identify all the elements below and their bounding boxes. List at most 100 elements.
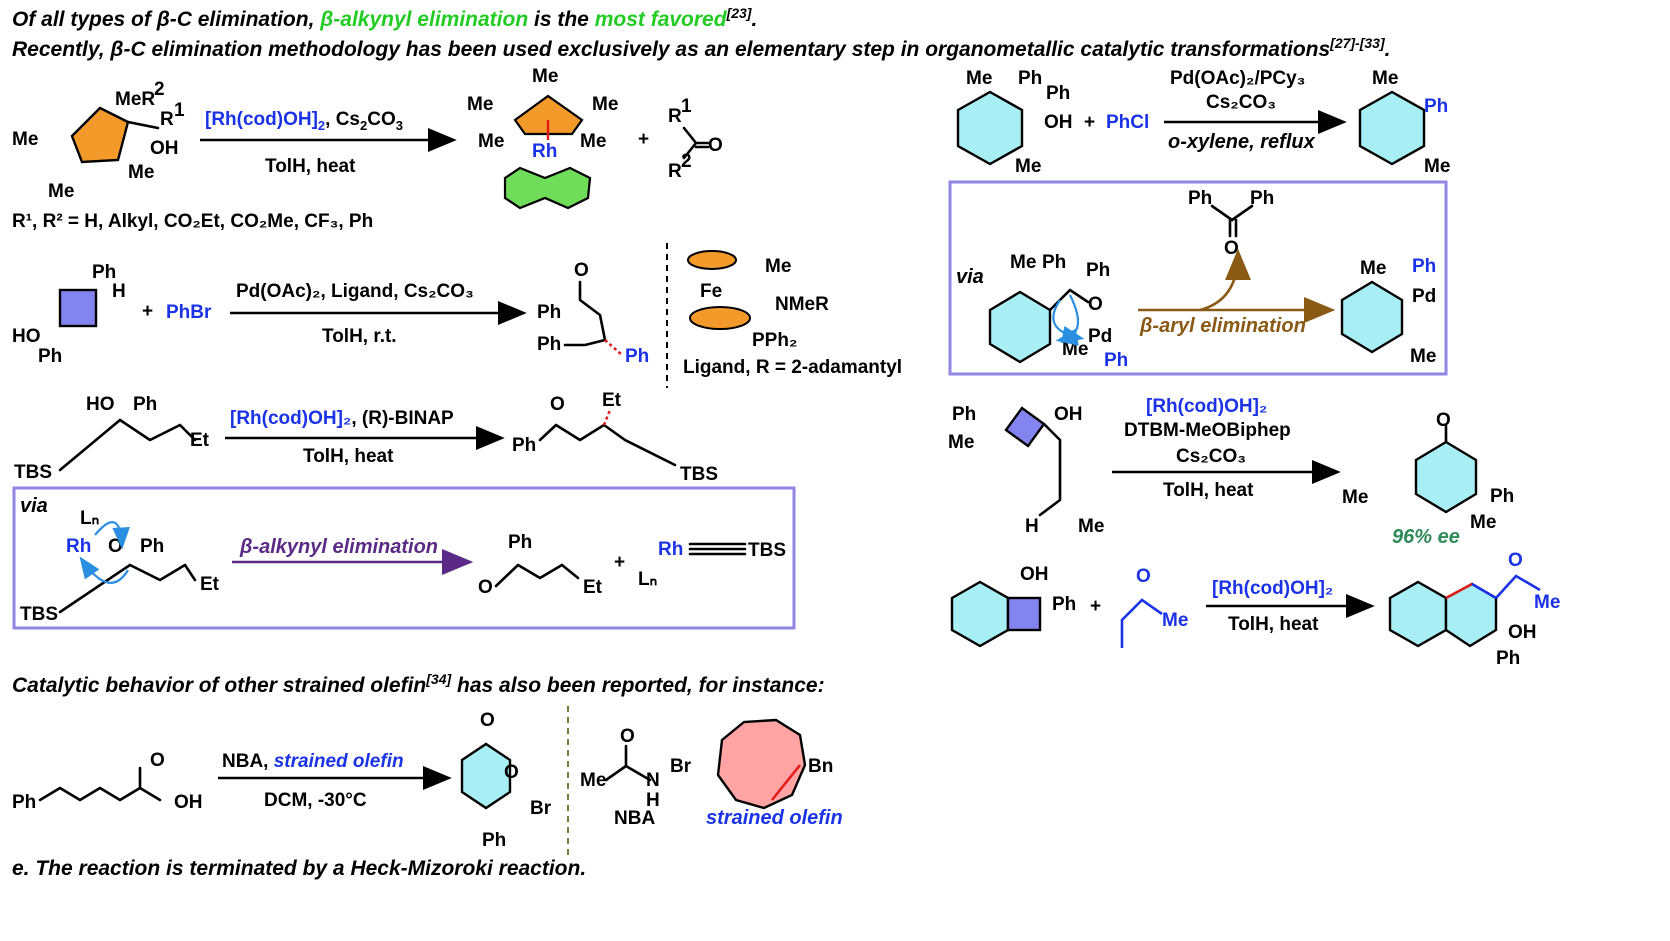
svg-text:Me: Me xyxy=(1424,156,1450,177)
svg-text:HO: HO xyxy=(12,326,41,347)
xylyl-ring xyxy=(956,90,1024,166)
svg-text:Me: Me xyxy=(1015,156,1041,177)
svg-text:O: O xyxy=(550,394,565,415)
svg-text:Ph: Ph xyxy=(1042,252,1066,273)
rxn3-condition: TolH, heat xyxy=(303,446,394,467)
footer-note: e. The reaction is terminated by a Heck-… xyxy=(12,857,586,880)
beta-alkynyl-label: β-alkynyl elimination xyxy=(239,536,438,558)
rxn2-reagent: Pd(OAc)₂, Ligand, Cs₂CO₃ xyxy=(236,281,474,302)
svg-text:2: 2 xyxy=(681,151,692,172)
svg-text:Pd: Pd xyxy=(1088,326,1112,347)
cyclobutanol-ring xyxy=(58,288,98,328)
reaction-6: OH Ph + O Me [Rh(cod)OH]₂ TolH, heat O M… xyxy=(950,550,1560,669)
rxn6-reagent: [Rh(cod)OH]₂ xyxy=(1212,578,1333,599)
svg-text:Ph: Ph xyxy=(133,394,157,415)
svg-text:Br: Br xyxy=(670,756,692,777)
svg-text:TBS: TBS xyxy=(680,464,718,485)
svg-text:DTBM-MeOBiphep: DTBM-MeOBiphep xyxy=(1124,420,1291,441)
svg-text:OH: OH xyxy=(1044,112,1073,133)
svg-text:Me: Me xyxy=(1062,339,1088,360)
rxn1-reagent: [Rh(cod)OH]2, Cs2CO3 xyxy=(205,109,403,133)
svg-text:Lₙ: Lₙ xyxy=(638,569,657,590)
svg-text:Et: Et xyxy=(190,430,210,451)
svg-text:Ph: Ph xyxy=(1188,188,1212,209)
svg-text:O: O xyxy=(504,762,519,783)
svg-text:Ph: Ph xyxy=(1496,648,1520,669)
svg-text:Br: Br xyxy=(530,798,552,819)
reaction-4: Me Me Ph Ph OH + PhCl Pd(OAc)₂/PCy₃ Cs₂C… xyxy=(956,68,1450,177)
svg-text:Et: Et xyxy=(583,577,603,598)
svg-text:Ph: Ph xyxy=(1046,83,1070,104)
svg-text:O: O xyxy=(480,710,495,731)
rxn4-condition: o-xylene, reflux xyxy=(1168,131,1316,153)
svg-text:Ph: Ph xyxy=(1086,260,1110,281)
svg-text:O: O xyxy=(1508,550,1523,571)
svg-text:Me: Me xyxy=(48,181,74,202)
svg-text:Me: Me xyxy=(1534,592,1560,613)
reaction-7: Ph O OH NBA, strained olefin DCM, -30°C … xyxy=(12,706,843,858)
svg-text:H: H xyxy=(1025,516,1039,537)
svg-text:2: 2 xyxy=(154,79,165,100)
svg-text:NMeR: NMeR xyxy=(775,294,829,315)
svg-text:Lₙ: Lₙ xyxy=(80,508,99,529)
svg-text:OH: OH xyxy=(1020,564,1049,585)
svg-text:HO: HO xyxy=(86,394,115,415)
section-2-text: Catalytic behavior of other strained ole… xyxy=(12,671,825,697)
rxn7-condition: DCM, -30°C xyxy=(264,790,367,811)
svg-text:Me: Me xyxy=(1470,512,1496,533)
svg-text:Me: Me xyxy=(948,432,974,453)
reaction-2: Ph H HO Ph + PhBr Pd(OAc)₂, Ligand, Cs₂C… xyxy=(12,243,902,388)
svg-text:Me: Me xyxy=(1342,487,1368,508)
cod-ligand xyxy=(503,166,592,210)
svg-text:Ph: Ph xyxy=(1052,594,1076,615)
svg-text:Pd: Pd xyxy=(1412,286,1436,307)
svg-text:Ph: Ph xyxy=(537,302,561,323)
svg-text:O: O xyxy=(708,135,723,156)
svg-text:Me: Me xyxy=(1010,252,1036,273)
svg-text:OH: OH xyxy=(1054,404,1083,425)
cyclopentadiene-ring xyxy=(70,106,130,164)
svg-text:Ph: Ph xyxy=(512,435,536,456)
svg-text:Ph: Ph xyxy=(537,334,561,355)
svg-text:Me: Me xyxy=(1410,346,1436,367)
rxn7-reagent: NBA, strained olefin xyxy=(222,751,404,772)
svg-text:H: H xyxy=(646,790,660,811)
svg-text:Me: Me xyxy=(966,68,992,89)
svg-text:Me: Me xyxy=(1162,610,1188,631)
svg-text:+: + xyxy=(1090,596,1101,617)
svg-text:R: R xyxy=(668,106,682,127)
svg-text:Ph: Ph xyxy=(1250,188,1274,209)
via-2-mechanism: Ph Ph O via Me Ph Ph O Pd Me Ph β-aryl e… xyxy=(956,188,1436,371)
svg-text:R: R xyxy=(668,161,682,182)
svg-text:Ph: Ph xyxy=(1424,96,1448,117)
rxn5-ee: 96% ee xyxy=(1392,526,1460,548)
svg-text:Ph: Ph xyxy=(1412,256,1436,277)
svg-text:Ph: Ph xyxy=(38,346,62,367)
svg-text:O: O xyxy=(150,750,165,771)
svg-text:Me: Me xyxy=(532,66,558,87)
svg-text:Rh: Rh xyxy=(66,536,91,557)
svg-text:O: O xyxy=(1436,410,1451,431)
svg-text:Et: Et xyxy=(200,574,220,595)
svg-text:Fe: Fe xyxy=(700,281,722,302)
svg-text:Ph: Ph xyxy=(92,262,116,283)
svg-text:Ph: Ph xyxy=(482,830,506,851)
nba-caption: NBA xyxy=(614,808,655,829)
svg-text:+: + xyxy=(614,552,625,573)
svg-text:Me: Me xyxy=(580,770,606,791)
svg-text:H: H xyxy=(112,281,126,302)
reaction-1: Me Me Me MeR 2 R 1 OH R¹, R² = H, Alkyl,… xyxy=(12,66,723,232)
svg-text:+: + xyxy=(142,301,153,322)
strained-olefin-caption: strained olefin xyxy=(706,807,843,829)
svg-text:+: + xyxy=(1084,112,1095,133)
svg-text:via: via xyxy=(956,266,984,288)
rxn3-reagent: [Rh(cod)OH]₂, (R)-BINAP xyxy=(230,408,454,429)
rxn5-reagent: [Rh(cod)OH]₂ xyxy=(1146,396,1267,417)
svg-text:Me: Me xyxy=(765,256,791,277)
svg-text:Me: Me xyxy=(580,131,606,152)
svg-text:R: R xyxy=(160,109,174,130)
svg-text:Bn: Bn xyxy=(808,756,833,777)
rxn4-partner: PhCl xyxy=(1106,112,1149,133)
svg-text:Ph: Ph xyxy=(1018,68,1042,89)
rxn5-condition: TolH, heat xyxy=(1163,480,1254,501)
